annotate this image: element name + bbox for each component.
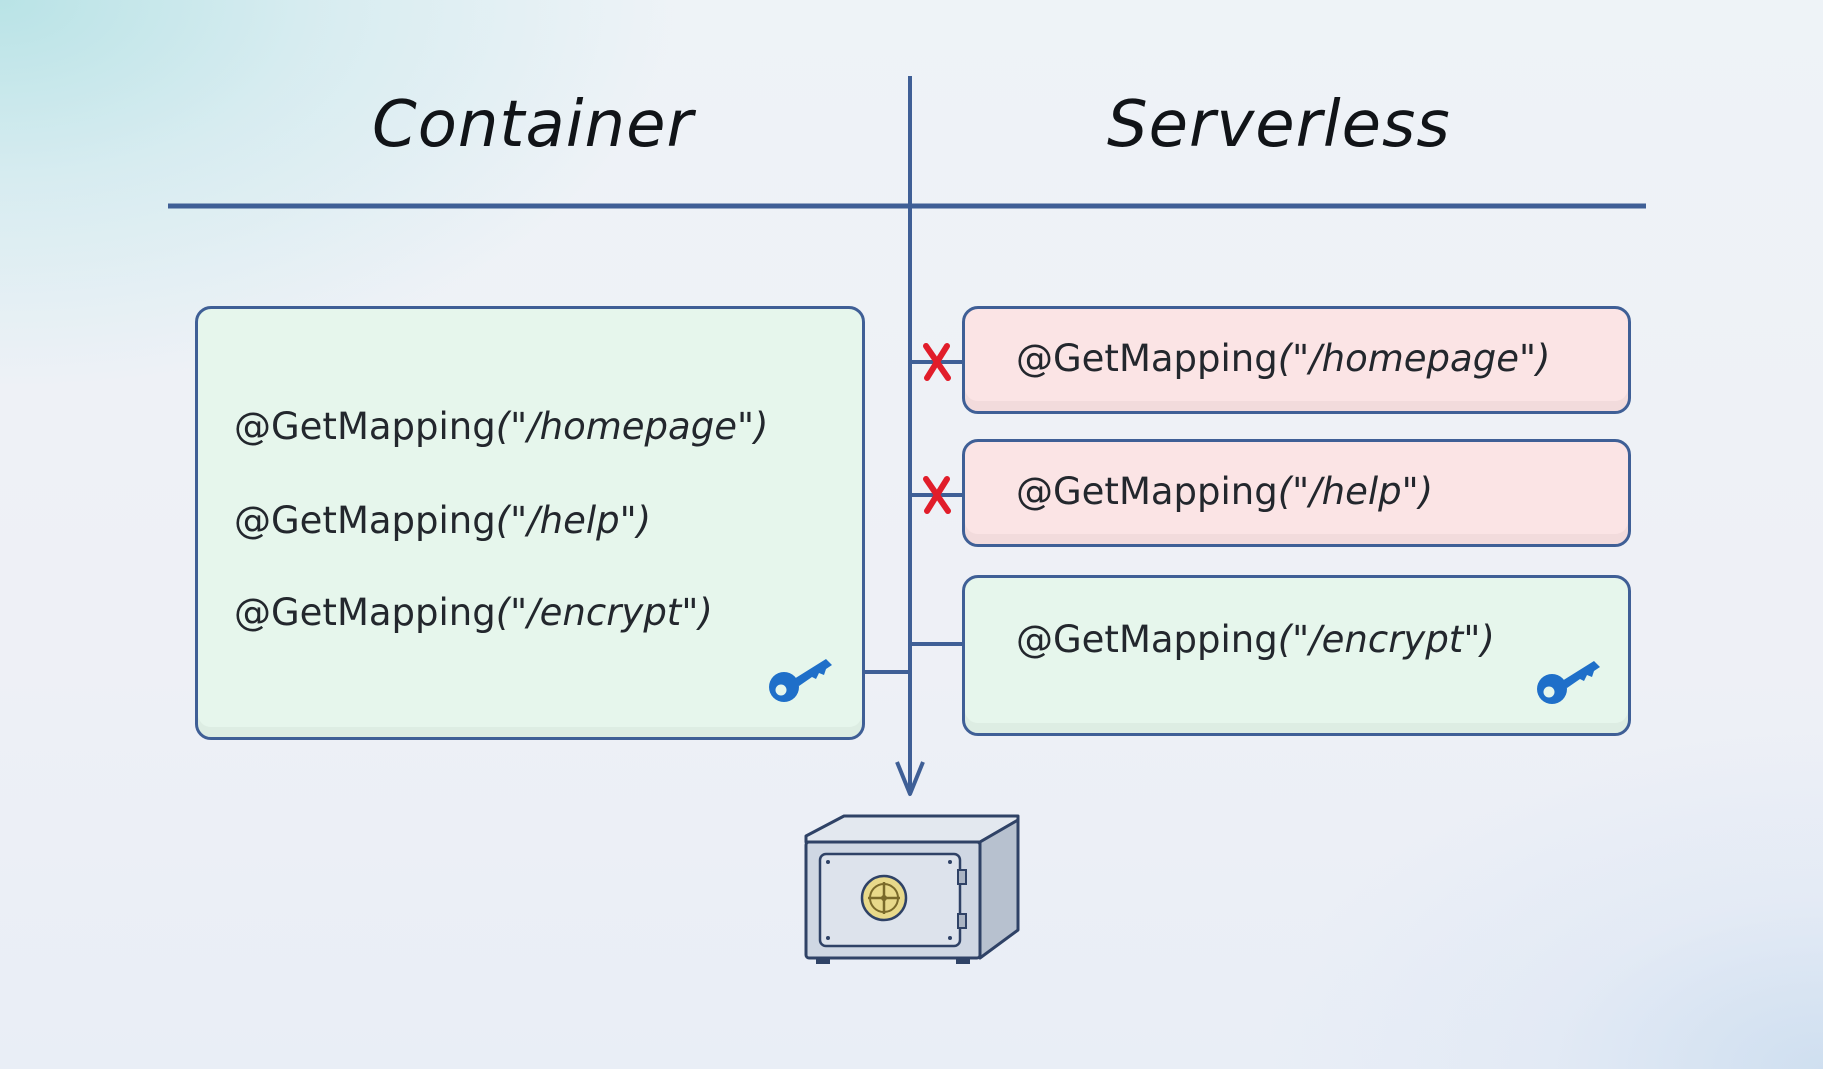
container-mapping-encrypt: @GetMapping("/encrypt")	[234, 591, 713, 634]
serverless-mapping-help: @GetMapping("/help")	[1016, 470, 1433, 513]
mapping-annotation: @GetMapping	[234, 499, 496, 542]
serverless-box-help: @GetMapping("/help")	[962, 439, 1631, 547]
safe-icon	[804, 814, 1020, 964]
mapping-annotation: @GetMapping	[1016, 618, 1278, 661]
mapping-annotation: @GetMapping	[234, 405, 496, 448]
container-mapping-homepage: @GetMapping("/homepage")	[234, 405, 768, 448]
mapping-route: ("/help")	[1277, 470, 1434, 513]
mapping-route: ("/encrypt")	[495, 591, 713, 634]
serverless-mapping-encrypt: @GetMapping("/encrypt")	[1016, 618, 1495, 661]
blocked-x-icon	[923, 343, 951, 381]
mapping-route: ("/help")	[495, 499, 652, 542]
container-header: Container	[372, 88, 694, 162]
key-icon	[1537, 661, 1600, 704]
arrow-head	[895, 761, 925, 796]
container-mapping-help: @GetMapping("/help")	[234, 499, 651, 542]
serverless-header: Serverless	[1107, 88, 1451, 162]
mapping-annotation: @GetMapping	[234, 591, 496, 634]
mapping-annotation: @GetMapping	[1016, 470, 1278, 513]
serverless-mapping-homepage: @GetMapping("/homepage")	[1016, 337, 1550, 380]
mapping-route: ("/homepage")	[495, 405, 769, 448]
serverless-box-encrypt: @GetMapping("/encrypt")	[962, 575, 1631, 736]
mapping-annotation: @GetMapping	[1016, 337, 1278, 380]
mapping-route: ("/homepage")	[1277, 337, 1551, 380]
key-icon	[769, 659, 832, 702]
serverless-box-homepage: @GetMapping("/homepage")	[962, 306, 1631, 414]
mapping-route: ("/encrypt")	[1277, 618, 1495, 661]
container-box: @GetMapping("/homepage") @GetMapping("/h…	[195, 306, 865, 740]
blocked-x-icon	[923, 476, 951, 514]
